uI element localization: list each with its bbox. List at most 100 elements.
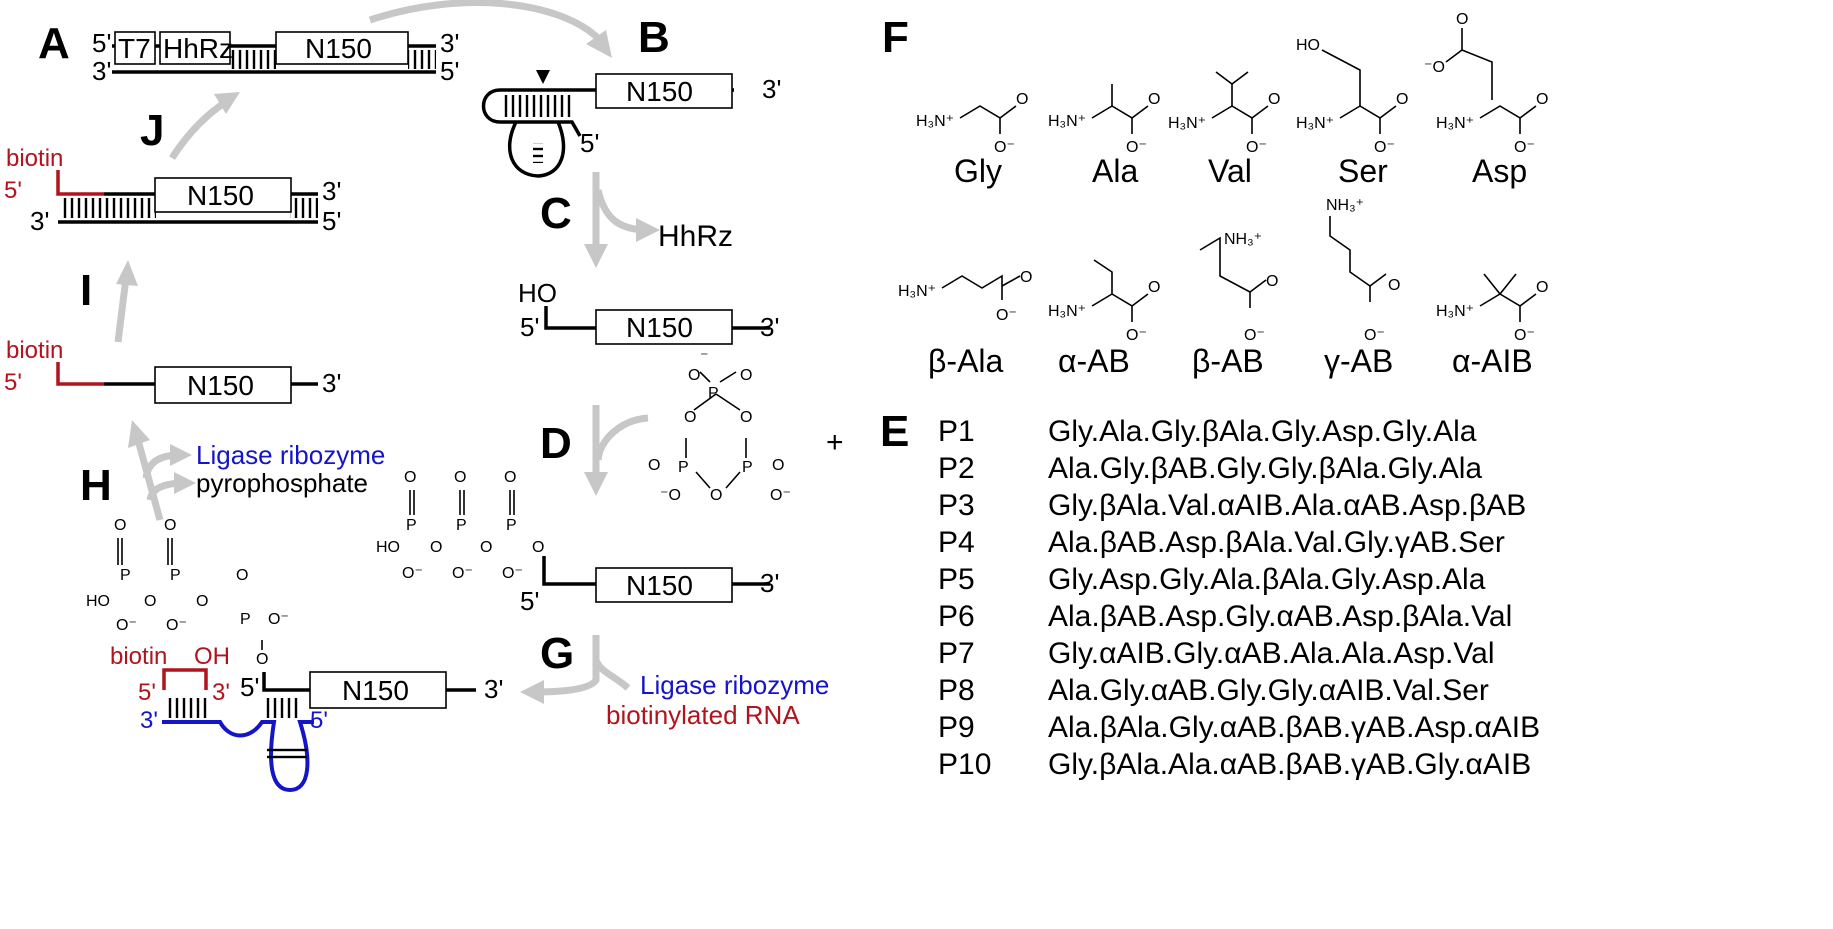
arrow-j-to-a <box>169 99 228 160</box>
svg-text:O: O <box>1536 279 1548 296</box>
panel-b-hhrz-cleavage: N150 3' 5' <box>481 70 781 178</box>
svg-text:N150: N150 <box>342 675 409 706</box>
svg-text:O⁻: O⁻ <box>166 617 187 634</box>
svg-text:Gly.βAla.Val.αAIB.Ala.αAB.Asp.: Gly.βAla.Val.αAIB.Ala.αAB.Asp.βAB <box>1048 489 1526 522</box>
arrow-trimetaphosphate-in <box>594 414 649 461</box>
svg-text:O: O <box>1396 91 1408 108</box>
svg-text:O: O <box>688 367 700 384</box>
panel-c-5oh-rna: HO 5' N150 3' <box>518 278 779 345</box>
peptide-row: P3 Gly.βAla.Val.αAIB.Ala.αAB.Asp.βAB <box>938 489 1526 522</box>
svg-text:3': 3' <box>484 674 503 704</box>
svg-text:P: P <box>406 517 417 534</box>
svg-text:P: P <box>678 459 689 476</box>
svg-text:⁻O: ⁻O <box>660 487 681 504</box>
n150-box-d <box>595 567 733 603</box>
structure-asp: ⁻O O H₃N⁺ O O⁻ <box>1424 11 1548 156</box>
svg-text:⁻O: ⁻O <box>1424 59 1445 76</box>
svg-text:5': 5' <box>580 128 599 158</box>
peptide-row: P4 Ala.βAB.Asp.βAla.Val.Gly.γAB.Ser <box>938 526 1505 559</box>
svg-text:P: P <box>170 567 181 584</box>
svg-text:H₃N⁺: H₃N⁺ <box>1168 115 1206 132</box>
svg-text:5': 5' <box>310 707 328 734</box>
svg-text:O: O <box>1456 11 1468 28</box>
structure-alpha-aib: H₃N⁺ O O⁻ <box>1436 273 1548 344</box>
svg-text:P9: P9 <box>938 711 975 744</box>
svg-text:N150: N150 <box>626 570 693 601</box>
svg-text:P2: P2 <box>938 452 975 485</box>
svg-text:3': 3' <box>762 74 781 104</box>
svg-text:O⁻: O⁻ <box>1126 327 1147 344</box>
svg-text:O⁻: O⁻ <box>402 565 423 582</box>
svg-text:N150: N150 <box>187 370 254 401</box>
svg-text:Gly.αAIB.Gly.αAB.Ala.Ala.Asp.V: Gly.αAIB.Gly.αAB.Ala.Ala.Asp.Val <box>1048 637 1495 670</box>
svg-text:5': 5' <box>4 369 22 396</box>
t7-box <box>114 31 156 65</box>
panel-label-e: E <box>880 407 909 456</box>
structure-beta-ab: NH₃⁺ O O⁻ <box>1199 231 1278 344</box>
svg-text:O: O <box>1148 91 1160 108</box>
svg-text:H₃N⁺: H₃N⁺ <box>1436 303 1474 320</box>
svg-text:H₃N⁺: H₃N⁺ <box>916 113 954 130</box>
svg-text:Gly.Asp.Gly.Ala.βAla.Gly.Asp.A: Gly.Asp.Gly.Ala.βAla.Gly.Asp.Ala <box>1048 563 1486 596</box>
svg-text:biotin: biotin <box>6 145 63 172</box>
panel-label-c: C <box>540 189 572 238</box>
panel-label-d: D <box>540 419 572 468</box>
svg-text:5': 5' <box>138 679 156 706</box>
svg-text:5': 5' <box>520 312 539 342</box>
svg-text:O: O <box>1388 277 1400 294</box>
panel-f-amino-acids: H₃N⁺ O O⁻ H₃N⁺ O O⁻ H₃N⁺ O O⁻ HO H₃N⁺ O … <box>898 11 1548 379</box>
panel-label-g: G <box>540 629 574 678</box>
aa-label-ala: Ala <box>1092 153 1138 189</box>
svg-text:HO: HO <box>1296 37 1320 54</box>
svg-text:O: O <box>164 517 176 534</box>
svg-text:O⁻: O⁻ <box>770 487 791 504</box>
structure-alpha-ab: H₃N⁺ O O⁻ <box>1048 259 1160 344</box>
svg-text:O: O <box>684 409 696 426</box>
aa-label-gly: Gly <box>954 153 1002 189</box>
svg-text:P: P <box>708 385 719 402</box>
svg-text:P3: P3 <box>938 489 975 522</box>
svg-text:O: O <box>532 539 544 556</box>
panel-e-peptide-list: P1 Gly.Ala.Gly.βAla.Gly.Asp.Gly.Ala P2 A… <box>938 415 1540 781</box>
svg-text:O: O <box>1268 91 1280 108</box>
arrow-i-to-j <box>114 277 130 343</box>
svg-text:3': 3' <box>140 707 158 734</box>
svg-text:O: O <box>710 487 722 504</box>
aa-label-gamma-ab: γ-AB <box>1324 343 1393 379</box>
svg-text:P7: P7 <box>938 637 975 670</box>
svg-text:biotin: biotin <box>6 337 63 364</box>
svg-text:Gly.Ala.Gly.βAla.Gly.Asp.Gly.A: Gly.Ala.Gly.βAla.Gly.Asp.Gly.Ala <box>1048 415 1477 448</box>
n150-box-h <box>309 671 447 709</box>
panel-label-a: A <box>38 19 70 68</box>
svg-text:NH₃⁺: NH₃⁺ <box>1224 231 1262 248</box>
svg-text:P8: P8 <box>938 674 975 707</box>
svg-text:Gly.βAla.Ala.αAB.βAB.γAB.Gly.α: Gly.βAla.Ala.αAB.βAB.γAB.Gly.αAIB <box>1048 748 1531 781</box>
svg-text:O: O <box>1016 91 1028 108</box>
panel-j-cdna-duplex: biotin 5' N150 3' 3' 5' <box>4 145 341 236</box>
n150-box-i <box>154 366 292 404</box>
n150-box-a <box>275 31 409 65</box>
svg-text:P: P <box>506 517 517 534</box>
pyrophosphate-label: pyrophosphate <box>196 468 368 498</box>
hhrz-released-label: HhRz <box>658 220 733 253</box>
svg-text:P4: P4 <box>938 526 975 559</box>
arrow-ligase-in <box>592 658 631 691</box>
svg-text:OH: OH <box>194 643 230 670</box>
svg-text:P6: P6 <box>938 600 975 633</box>
svg-text:Ala.Gly.αAB.Gly.Gly.αAIB.Val.S: Ala.Gly.αAB.Gly.Gly.αAIB.Val.Ser <box>1048 674 1489 707</box>
svg-text:O⁻: O⁻ <box>1244 327 1265 344</box>
aa-label-val: Val <box>1208 153 1252 189</box>
panel-label-f: F <box>882 13 909 62</box>
svg-text:H₃N⁺: H₃N⁺ <box>1048 303 1086 320</box>
svg-text:O: O <box>114 517 126 534</box>
aa-label-alpha-aib: α-AIB <box>1452 343 1533 379</box>
svg-text:T7: T7 <box>118 33 151 64</box>
peptide-row: P8 Ala.Gly.αAB.Gly.Gly.αAIB.Val.Ser <box>938 674 1489 707</box>
svg-text:Ala.βAB.Asp.βAla.Val.Gly.γAB.S: Ala.βAB.Asp.βAla.Val.Gly.γAB.Ser <box>1048 526 1505 559</box>
svg-text:P1: P1 <box>938 415 975 448</box>
panel-a-dna-template: 5' 3' T7 HhRz N150 3' 5' <box>92 28 459 86</box>
svg-text:HO: HO <box>518 278 557 308</box>
svg-text:3': 3' <box>760 312 779 342</box>
svg-text:O: O <box>740 367 752 384</box>
